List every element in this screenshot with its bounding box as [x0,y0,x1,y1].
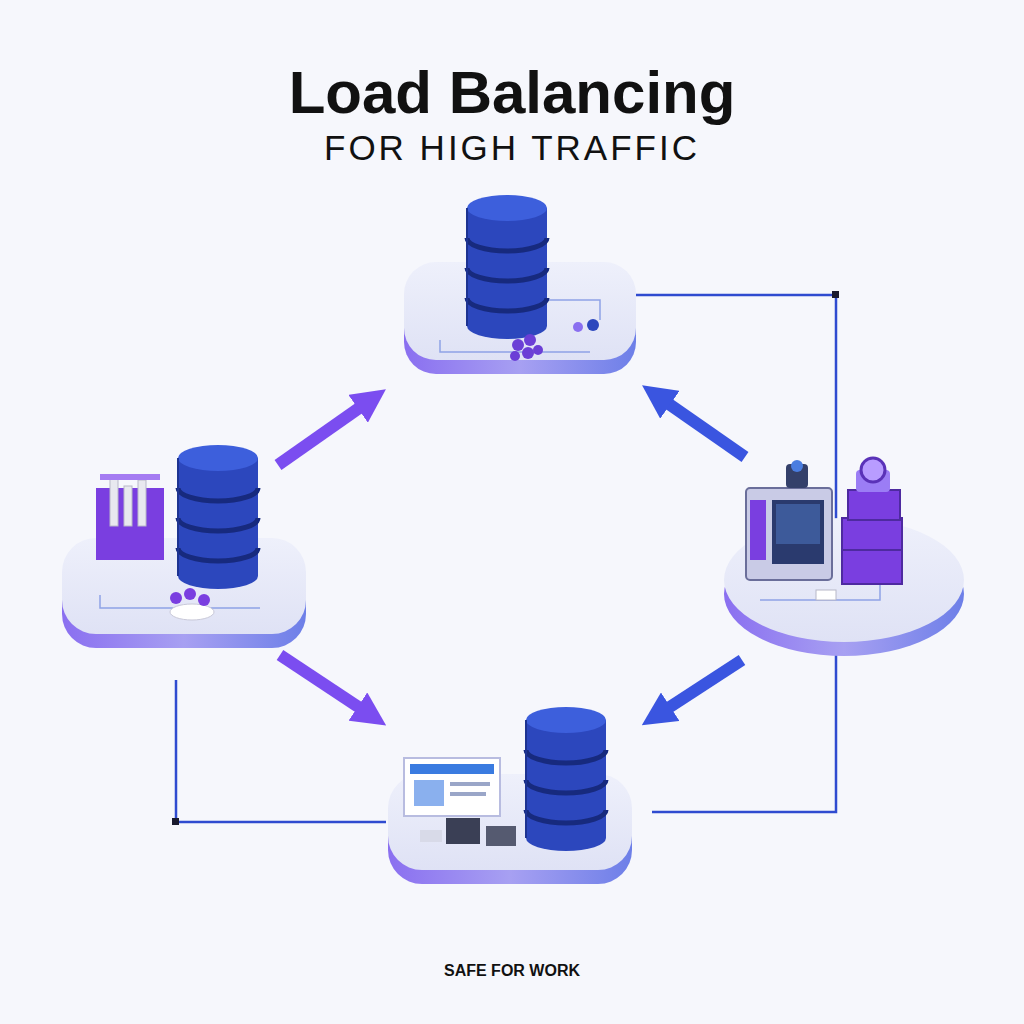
title: Load Balancing [0,58,1024,127]
subtitle: FOR HIGH TRAFFIC [0,128,1024,168]
watermark: SAFE FOR WORK [0,962,1024,980]
